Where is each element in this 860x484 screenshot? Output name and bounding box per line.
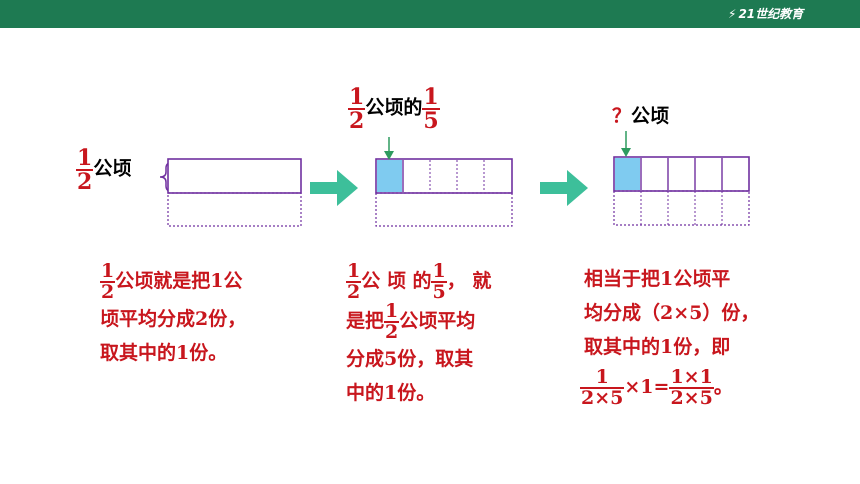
arrow-right-icon xyxy=(310,170,358,206)
step3-unit: 公顷 xyxy=(631,105,670,127)
step3-label: ？公顷 xyxy=(612,101,669,128)
brace-icon xyxy=(159,161,175,193)
other-half-dashed-rect xyxy=(167,192,302,227)
arrow-right-icon-2 xyxy=(540,170,588,206)
pointer-arrow-icon xyxy=(384,151,394,160)
result-shaded-part xyxy=(615,158,640,190)
step1-unit: 公顷 xyxy=(93,157,132,180)
question-mark: ？ xyxy=(612,105,632,127)
result-pointer-arrow-icon xyxy=(621,148,631,157)
header-bar xyxy=(0,0,860,28)
brand-logo: ⚡21世纪教育 xyxy=(728,5,803,22)
logo-text: 21世纪教育 xyxy=(738,7,804,21)
step2-text: 公顷的 xyxy=(365,96,423,119)
shaded-part xyxy=(377,160,402,192)
lower-dashed-rect xyxy=(375,192,513,227)
runner-logo-icon: ⚡ xyxy=(728,7,737,21)
half-hectare-rect xyxy=(167,158,302,194)
